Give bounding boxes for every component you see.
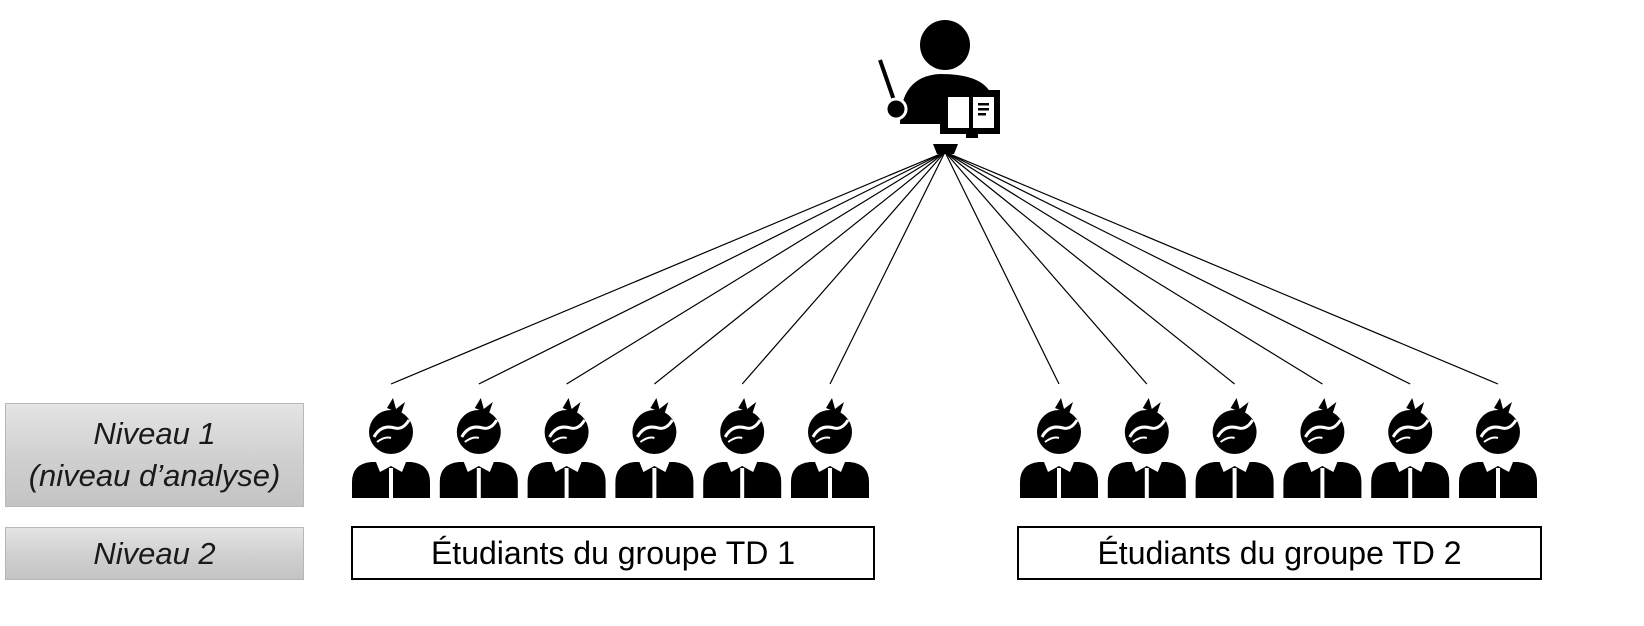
connection-line: [944, 151, 1411, 385]
connection-line: [390, 151, 946, 385]
student-icon: [350, 396, 432, 500]
connection-line: [944, 151, 1499, 385]
connection-lines: [390, 151, 1499, 385]
teacher-icon: [878, 20, 1000, 154]
student-icon: [526, 396, 608, 500]
connection-line: [478, 151, 946, 385]
level-1-subtitle: (niveau d’analyse): [28, 458, 281, 493]
group-td2-label: Étudiants du groupe TD 2: [1097, 534, 1462, 571]
connection-line: [566, 151, 946, 385]
student-icon: [1194, 396, 1276, 500]
student-icon: [701, 396, 783, 500]
student-icon: [438, 396, 520, 500]
level-2-title: Niveau 2: [93, 535, 216, 571]
group-td1-label: Étudiants du groupe TD 1: [430, 534, 796, 571]
connection-line: [741, 151, 946, 385]
connection-line: [944, 151, 1060, 385]
connection-line: [944, 151, 1323, 385]
students-layer: [350, 396, 1539, 500]
level-2-label: Niveau 2: [5, 527, 304, 580]
student-icon: [1369, 396, 1451, 500]
connection-line: [654, 151, 946, 385]
connection-line: [944, 151, 1148, 385]
student-icon: [613, 396, 695, 500]
level-1-title: Niveau 1: [93, 416, 216, 452]
student-icon: [1281, 396, 1363, 500]
student-icon: [1457, 396, 1539, 500]
group-td2-box: Étudiants du groupe TD 2: [1017, 526, 1542, 580]
connection-line: [829, 151, 946, 385]
level-1-label: Niveau 1 (niveau d’analyse): [5, 403, 304, 507]
student-icon: [789, 396, 871, 500]
student-icon: [1018, 396, 1100, 500]
connection-line: [944, 151, 1235, 385]
student-icon: [1106, 396, 1188, 500]
group-td1-box: Étudiants du groupe TD 1: [351, 526, 875, 580]
